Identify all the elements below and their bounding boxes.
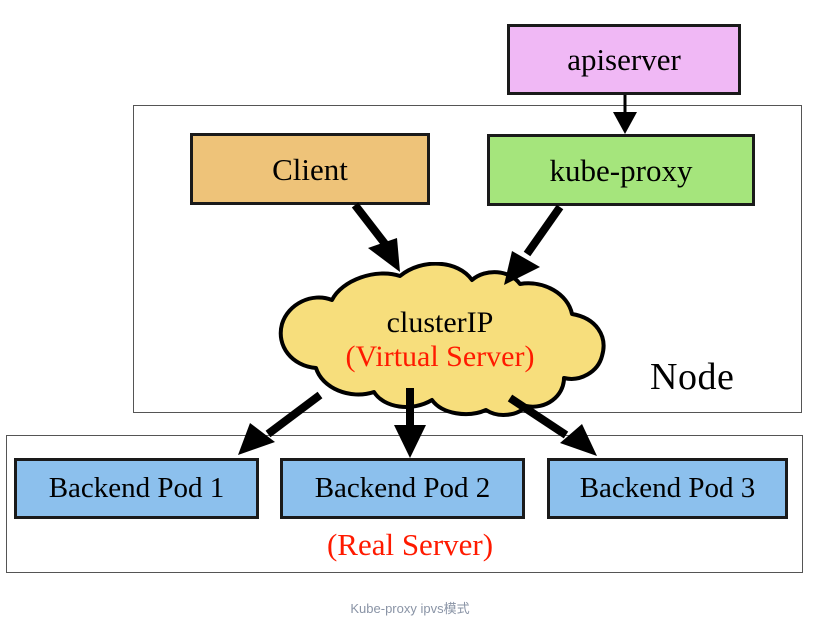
kube-proxy-label: kube-proxy bbox=[549, 152, 693, 188]
figure-caption: Kube-proxy ipvs模式 bbox=[350, 601, 470, 616]
apiserver-box: apiserver bbox=[507, 24, 741, 95]
backend-pod-2-label: Backend Pod 2 bbox=[314, 472, 491, 504]
cloud-shape-icon bbox=[278, 262, 606, 417]
node-label: Node bbox=[650, 356, 735, 398]
backend-pod-1-label: Backend Pod 1 bbox=[48, 472, 225, 504]
client-box: Client bbox=[190, 133, 430, 205]
clusterip-cloud: clusterIP (Virtual Server) bbox=[272, 262, 608, 418]
client-label: Client bbox=[272, 151, 348, 187]
backend-pod-3: Backend Pod 3 bbox=[547, 458, 788, 519]
apiserver-label: apiserver bbox=[567, 42, 681, 77]
real-server-label: (Real Server) bbox=[326, 527, 494, 562]
kube-proxy-box: kube-proxy bbox=[487, 134, 755, 206]
backend-pod-3-label: Backend Pod 3 bbox=[579, 472, 756, 504]
backend-pod-1: Backend Pod 1 bbox=[14, 458, 259, 519]
backend-pod-2: Backend Pod 2 bbox=[280, 458, 525, 519]
